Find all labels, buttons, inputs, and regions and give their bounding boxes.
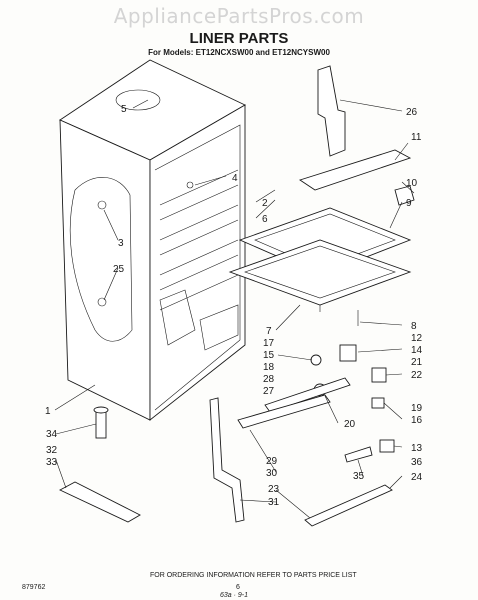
callout-13: 13	[411, 443, 423, 454]
callout-33: 33	[46, 457, 58, 468]
block-part	[394, 185, 415, 206]
callout-1: 1	[45, 406, 51, 417]
callout-6: 6	[262, 214, 268, 225]
callout-4: 4	[232, 173, 238, 184]
leveling-leg	[93, 406, 109, 439]
ordering-note: FOR ORDERING INFORMATION REFER TO PARTS …	[150, 572, 357, 579]
callout-22: 22	[411, 370, 423, 381]
callout-23: 23	[268, 484, 280, 495]
trim-strip	[304, 484, 393, 527]
callout-21: 21	[411, 357, 423, 368]
callout-12: 12	[411, 333, 423, 344]
callout-5: 5	[121, 104, 127, 115]
callout-8: 8	[411, 321, 417, 332]
callout-31: 31	[268, 497, 280, 508]
liner-cabinet	[59, 59, 246, 421]
callout-15: 15	[263, 350, 275, 361]
callout-26: 26	[406, 107, 418, 118]
callout-25: 25	[113, 264, 125, 275]
shelf-frame	[228, 207, 412, 326]
callout-18: 18	[263, 362, 275, 373]
bracket-part	[58, 481, 141, 523]
callout-19: 19	[411, 403, 423, 414]
document-number: 879762	[22, 584, 46, 591]
callout-2: 2	[262, 198, 268, 209]
callout-34: 34	[46, 429, 58, 440]
leader-lines	[54, 99, 415, 519]
callout-32: 32	[46, 445, 58, 456]
callout-10: 10	[406, 178, 418, 189]
callout-14: 14	[411, 345, 423, 356]
handwritten-note: 63a · 9-1	[220, 592, 249, 599]
callout-labels: 1 2 3 4 5 6 7 8 9 10 11 12 13 14 15 16 1…	[45, 104, 423, 508]
callout-7: 7	[266, 326, 272, 337]
callout-28: 28	[263, 374, 275, 385]
callout-29: 29	[266, 456, 278, 467]
callout-36: 36	[411, 457, 423, 468]
callout-9: 9	[406, 198, 412, 209]
callout-3: 3	[118, 238, 124, 249]
callout-16: 16	[411, 415, 423, 426]
models-subtitle: For Models: ET12NCXSW00 and ET12NCYSW00	[148, 48, 330, 57]
watermark: AppliancePartsPros.com	[113, 4, 365, 28]
page-number: 6	[236, 584, 240, 591]
air-duct-part	[317, 65, 346, 157]
callout-35: 35	[353, 471, 365, 482]
callout-20: 20	[344, 419, 356, 430]
callout-24: 24	[411, 472, 423, 483]
callout-30: 30	[266, 468, 278, 479]
cover-part	[298, 149, 412, 191]
callout-27: 27	[263, 386, 275, 397]
callout-11: 11	[411, 132, 422, 143]
channel-part	[209, 397, 245, 523]
diagram-title: LINER PARTS	[189, 30, 289, 47]
callout-17: 17	[263, 338, 275, 349]
control-components	[237, 344, 395, 463]
